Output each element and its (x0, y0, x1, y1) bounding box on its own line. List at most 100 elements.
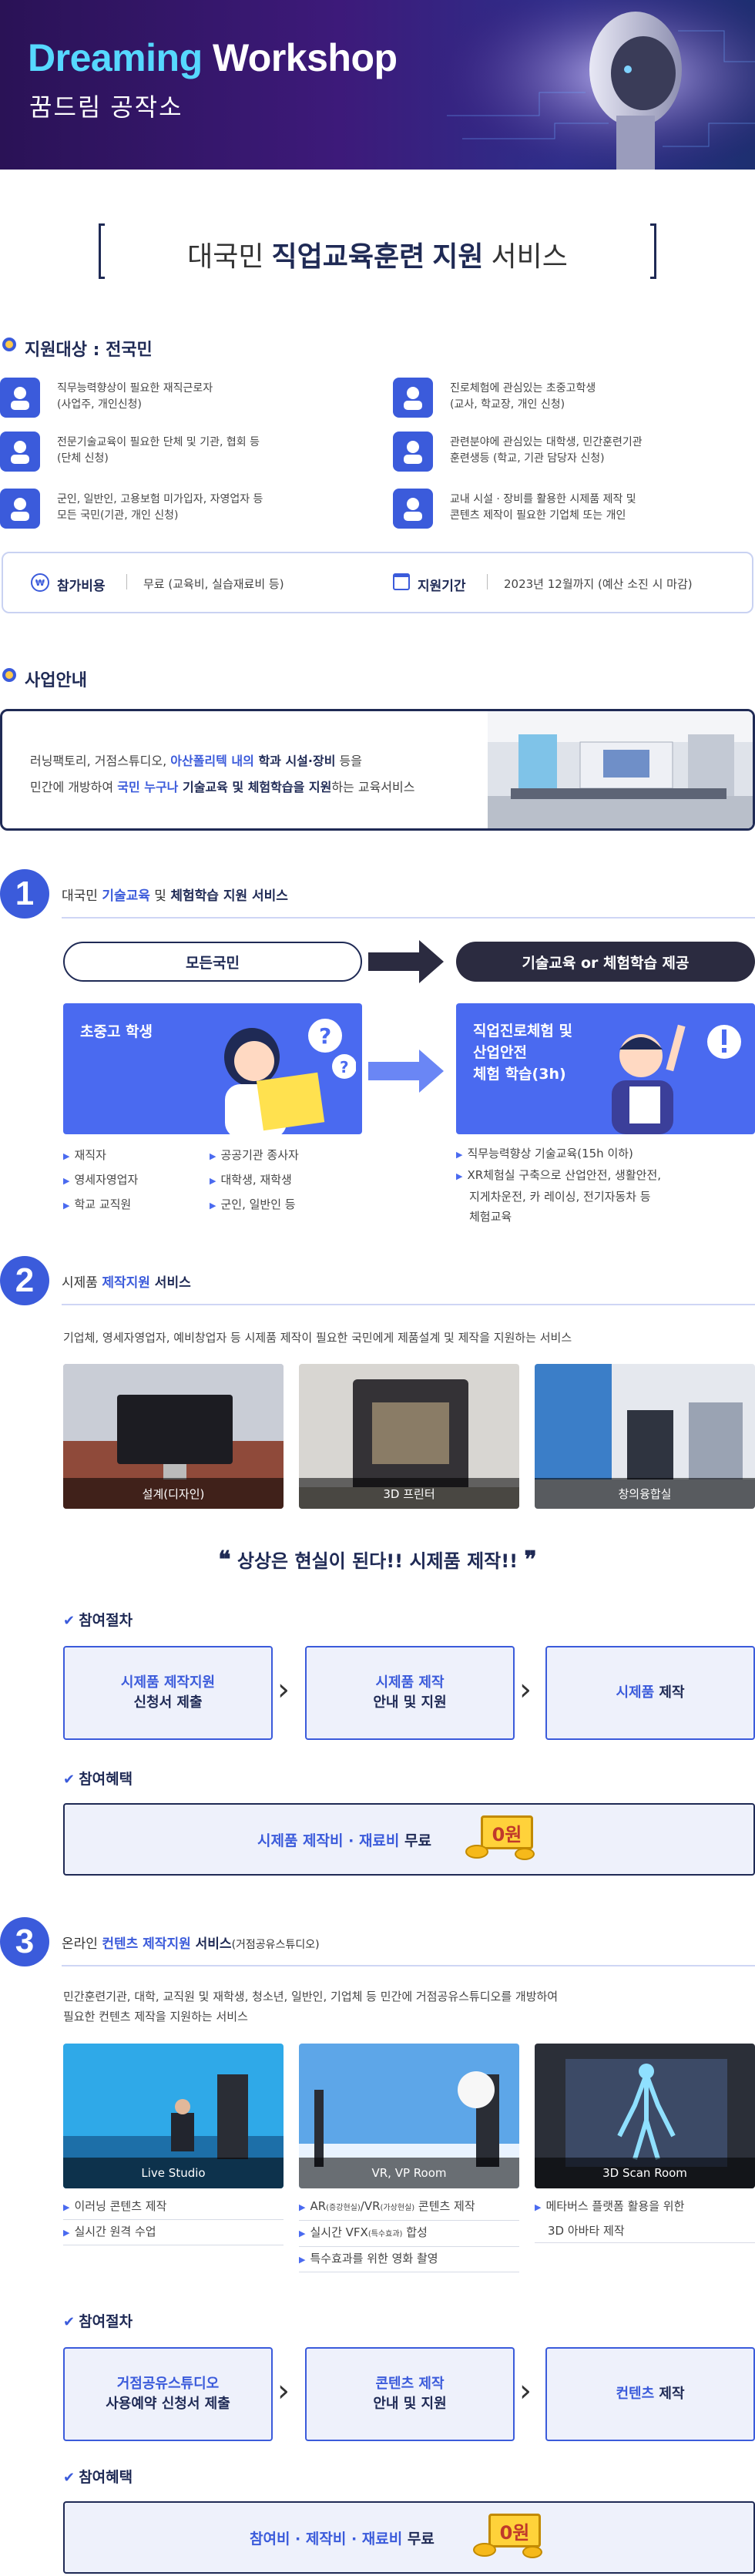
coin-icon: ₩ (31, 573, 49, 592)
photo-caption: 창의융합실 (535, 1478, 755, 1509)
s3-col1-bullets: ▶이러닝 콘텐츠 제작 ▶실시간 원격 수업 (63, 2195, 284, 2245)
bullet-item: ▶재직자 (63, 1148, 106, 1162)
badge-icon (2, 668, 16, 682)
period-value: 2023년 12월까지 (예산 소진 시 마감) (504, 577, 693, 591)
photo-design: 설계(디자인) (63, 1364, 284, 1509)
arrow-right-icon (368, 1050, 444, 1093)
bullet-item: ▶XR체험실 구축으로 산업안전, 생활안전, (456, 1168, 662, 1182)
arrow-right-icon (368, 940, 444, 983)
worker-icon (0, 378, 40, 418)
photo-creative-lab: 창의융합실 (535, 1364, 755, 1509)
photo-caption: 3D 프린터 (299, 1478, 519, 1509)
target-title: 지원대상 : 전국민 (25, 341, 153, 360)
s3-col3-bullets: ▶메타버스 플랫폼 활용을 위한 3D 아바타 제작 (535, 2195, 755, 2243)
s3-benefit-text: 참여비 · 제작비 · 재료비 무료 (250, 2531, 435, 2547)
fee-value: 무료 (교육비, 실습재료비 등) (143, 577, 284, 591)
check-circle-icon: ✔ (63, 1772, 76, 1788)
classroom-photo (488, 711, 753, 828)
photo-caption: 3D Scan Room (535, 2158, 755, 2188)
school-building-icon (393, 378, 433, 418)
service-banner: 대국민 직업교육훈련 지원 서비스 (187, 240, 568, 272)
s1-left-bullets-b: ▶공공기관 종사자▶대학생, 재학생▶군인, 일반인 등 (210, 1144, 299, 1217)
bullet-item: ▶직무능력향상 기술교육(15h 이하) (456, 1147, 633, 1160)
zero-won-coins-icon: 0원 (465, 1815, 536, 1863)
card-students: 초중고 학생 ? ? (63, 1003, 362, 1134)
equipment-icon (393, 489, 433, 529)
section-number-2: 2 (0, 1256, 49, 1305)
hero-subtitle: 꿈드림 공작소 (29, 93, 183, 121)
section-number-1: 1 (0, 869, 49, 919)
badge-icon (2, 338, 16, 351)
section-number-3: 3 (0, 1917, 49, 1966)
photo-vr-room: VR, VP Room (299, 2044, 519, 2188)
s2-benefit-text: 시제품 제작비 · 재료비 무료 (257, 1832, 431, 1849)
check-circle-icon: ✔ (63, 2470, 76, 2486)
s2-description: 기업체, 영세자영업자, 예비창업자 등 시제품 제작이 필요한 국민에게 제품… (63, 1331, 572, 1345)
worker-illustration (612, 1024, 741, 1134)
photo-caption: 설계(디자인) (63, 1478, 284, 1509)
business-intro-text: 러닝팩토리, 거점스튜디오, 아산폴리텍 내의 학과 시설·장비 등을 민간에 … (30, 754, 415, 794)
calendar-icon (393, 573, 410, 590)
photo-3d-printer: 3D 프린터 (299, 1364, 519, 1509)
s3-benefit-box: 참여비 · 제작비 · 재료비 무료 0원 (63, 2501, 755, 2574)
bracket-right (650, 223, 656, 279)
book-icon (0, 432, 40, 472)
photo-caption: VR, VP Room (299, 2158, 519, 2188)
photo-3d-scan-room: 3D Scan Room (535, 2044, 755, 2188)
fee-label: 참가비용 (57, 579, 106, 594)
bullet-item: ▶영세자영업자 (63, 1173, 139, 1187)
s2-step-3: 시제품 제작 (545, 1646, 755, 1740)
s3-benefit-title: ✔ 참여혜택 (63, 2469, 133, 2486)
photo-caption: Live Studio (63, 2158, 284, 2188)
s2-slogan: ❝ 상상은 현실이 된다!! 시제품 제작!! ❞ (218, 1547, 537, 1573)
business-title: 사업안내 (25, 671, 87, 690)
s2-process-title: ✔ 참여절차 (63, 1612, 133, 1629)
s2-benefit-title: ✔ 참여혜택 (63, 1771, 133, 1788)
s2-benefit-box: 시제품 제작비 · 재료비 무료 0원 (63, 1803, 755, 1876)
zero-won-coins-icon: 0원 (473, 2514, 544, 2561)
bullet-item: 지게차운전, 카 레이싱, 전기자동차 등 (469, 1190, 651, 1204)
business-intro-box: 러닝팩토리, 거점스튜디오, 아산폴리텍 내의 학과 시설·장비 등을 민간에 … (0, 709, 755, 831)
bullet-item: ▶대학생, 재학생 (210, 1173, 292, 1187)
target-item-text: 전문기술교육이 필요한 단체 및 기관, 협회 등(단체 신청) (57, 436, 260, 465)
robot-illustration (431, 0, 755, 170)
chevron-right-icon: › (277, 1672, 290, 1708)
quote-left-icon: ❝ (218, 1547, 231, 1573)
svg-text:?: ? (340, 1058, 349, 1076)
check-circle-icon: ✔ (63, 1613, 76, 1629)
quote-right-icon: ❞ (524, 1547, 537, 1573)
card-students-title: 초중고 학생 (80, 1023, 153, 1040)
s3-process-title: ✔ 참여절차 (63, 2313, 133, 2330)
bullet-item: ▶군인, 일반인 등 (210, 1197, 296, 1211)
chevron-right-icon: › (519, 1672, 532, 1708)
s1-right-bullets: ▶직무능력향상 기술교육(15h 이하) ▶XR체험실 구축으로 산업안전, 생활… (456, 1144, 755, 1227)
bullet-item: 체험교육 (469, 1210, 512, 1224)
bracket-left (99, 223, 105, 279)
svg-text:?: ? (319, 1023, 331, 1049)
s1-left-bullets-a: ▶재직자▶영세자영업자▶학교 교직원 (63, 1144, 138, 1217)
student-reading-illustration: ? ? (224, 1019, 356, 1134)
check-circle-icon: ✔ (63, 2314, 76, 2330)
s1-heading: 대국민 기술교육 및 체험학습 지원 서비스 (62, 888, 288, 904)
period-label: 지원기간 (418, 579, 466, 594)
pill-all-citizens: 모든국민 (63, 942, 362, 982)
chevron-right-icon: › (519, 2373, 532, 2409)
graduation-cap-icon (393, 432, 433, 472)
s3-col2-bullets: ▶AR(증강현실)/VR(가상현실) 콘텐츠 제작 ▶실시간 VFX(특수효과)… (299, 2195, 519, 2272)
s3-description: 민간훈련기관, 대학, 교직원 및 재학생, 청소년, 일반인, 기업체 등 민… (63, 1990, 559, 2024)
pill-provide-service: 기술교육 or 체험학습 제공 (456, 942, 755, 982)
s2-heading: 시제품 제작지원 서비스 (62, 1275, 191, 1291)
s3-step-3: 컨텐츠 제작 (545, 2347, 755, 2441)
photo-live-studio: Live Studio (63, 2044, 284, 2188)
fee-period-box: ₩ 참가비용 무료 (교육비, 실습재료비 등) 지원기간 2023년 12월까… (2, 552, 753, 613)
s3-heading: 온라인 컨텐츠 제작지원 서비스(거점공유스튜디오) (62, 1936, 320, 1952)
